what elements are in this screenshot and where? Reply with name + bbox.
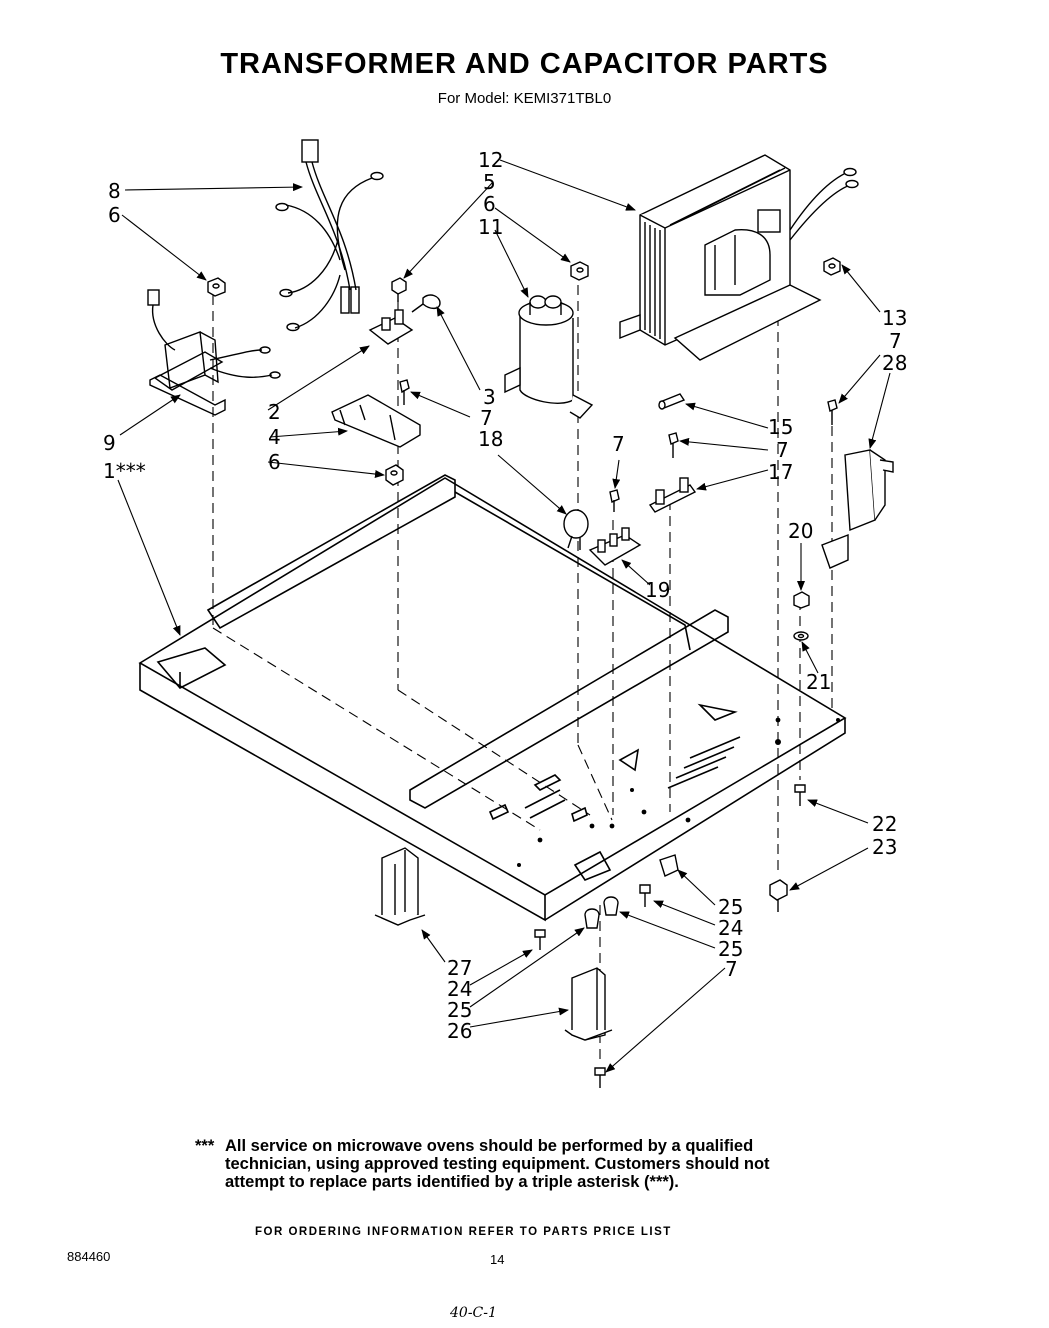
callout-25: 25 xyxy=(718,937,743,961)
callout-28: 28 xyxy=(882,351,907,375)
callout-3: 3 xyxy=(483,385,496,409)
callout-20: 20 xyxy=(788,519,813,543)
callout-6: 6 xyxy=(108,203,121,227)
callout-13: 13 xyxy=(882,306,907,330)
callout-2: 2 xyxy=(268,400,281,424)
base-plate xyxy=(138,474,847,922)
callout-23: 23 xyxy=(872,835,897,859)
page-title: TRANSFORMER AND CAPACITOR PARTS xyxy=(220,48,829,80)
note-line-2: technician, using approved testing equip… xyxy=(225,1155,770,1173)
nut-13 xyxy=(823,257,841,276)
high-voltage-transformer xyxy=(619,154,859,361)
callout-labels: 8 6 12 5 6 11 13 7 28 3 2 7 4 18 7 15 7 … xyxy=(103,148,907,1043)
wire-harness xyxy=(275,139,384,332)
callout-24: 24 xyxy=(447,977,472,1001)
handwritten-mark: 40-C-1 xyxy=(450,1305,497,1321)
high-voltage-capacitor xyxy=(504,261,594,419)
callout-5: 5 xyxy=(483,170,496,194)
nut-and-washer xyxy=(793,591,810,641)
terminal-block-and-thermal-part xyxy=(563,489,642,566)
callout-7: 7 xyxy=(776,438,789,462)
callout-18: 18 xyxy=(478,427,503,451)
switch-bracket xyxy=(821,399,894,569)
callout-15: 15 xyxy=(768,415,793,439)
callout-21: 21 xyxy=(806,670,831,694)
support-feet xyxy=(374,847,613,1041)
callout-7: 7 xyxy=(480,406,493,430)
callout-6: 6 xyxy=(268,450,281,474)
callout-22: 22 xyxy=(872,812,897,836)
callout-25: 25 xyxy=(447,998,472,1022)
callout-7: 7 xyxy=(725,957,738,981)
callout-9: 9 xyxy=(103,431,116,455)
callout-4: 4 xyxy=(268,425,281,449)
nut-hardware xyxy=(207,277,226,297)
callout-27: 27 xyxy=(447,956,472,980)
callout-17: 17 xyxy=(768,460,793,484)
callout-24: 24 xyxy=(718,916,743,940)
callout-19: 19 xyxy=(645,578,670,602)
callout-6: 6 xyxy=(483,192,496,216)
ordering-information: FOR ORDERING INFORMATION REFER TO PARTS … xyxy=(255,1226,672,1238)
diode-mount-assembly xyxy=(331,277,441,486)
bottom-hardware xyxy=(534,784,806,1088)
callout-26: 26 xyxy=(447,1019,472,1043)
callout-7: 7 xyxy=(612,432,625,456)
note-line-3: attempt to replace parts identified by a… xyxy=(225,1173,679,1191)
callout-25: 25 xyxy=(718,895,743,919)
filament-transformer xyxy=(147,289,281,416)
callout-8: 8 xyxy=(108,179,121,203)
fuse-and-holder xyxy=(648,393,697,513)
callout-12: 12 xyxy=(478,148,503,172)
note-asterisks: *** xyxy=(195,1137,215,1155)
callout-1-triple-asterisk: 1*** xyxy=(103,459,146,483)
document-number: 884460 xyxy=(67,1249,111,1264)
base-plate-holes xyxy=(517,717,840,867)
callout-7: 7 xyxy=(889,329,902,353)
service-note: *** All service on microwave ovens shoul… xyxy=(195,1137,770,1191)
page-number: 14 xyxy=(490,1252,505,1267)
note-line-1: All service on microwave ovens should be… xyxy=(225,1137,754,1155)
model-subtitle: For Model: KEMI371TBL0 xyxy=(437,90,612,107)
callout-11: 11 xyxy=(478,215,503,239)
leader-lines xyxy=(117,159,891,1073)
